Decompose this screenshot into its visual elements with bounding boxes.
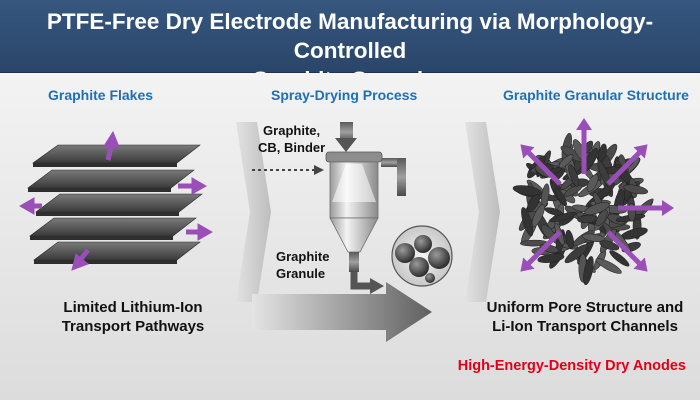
graphite-flakes-illustration [27, 144, 203, 264]
heading-granular-structure: Graphite Granular Structure [503, 87, 689, 103]
graphite-particle [599, 240, 620, 251]
purple-arrow-icon [527, 230, 562, 265]
purple-arrow-head-icon [520, 257, 535, 272]
purple-arrow-head-icon [633, 257, 648, 272]
graphite-particle [597, 160, 611, 188]
purple-arrow-icon [606, 151, 641, 186]
graphite-particle [521, 207, 534, 237]
caption-granular-line-2: Li-Ion Transport Channels [492, 318, 678, 335]
title-banner: PTFE-Free Dry Electrode Manufacturing vi… [0, 0, 700, 92]
graphite-particle [554, 187, 567, 207]
graphite-particle [512, 185, 542, 196]
purple-arrow-head-icon [662, 200, 674, 216]
purple-arrow-icon [527, 151, 562, 186]
feed-arrow [252, 165, 324, 175]
graphite-particle [568, 164, 580, 187]
feed-label-line-1: Graphite, [263, 123, 321, 138]
graphite-granule-illustration [512, 118, 674, 286]
granule-icon [391, 225, 453, 287]
graphite-particle [623, 184, 649, 195]
heading-spray-drying: Spray-Drying Process [271, 87, 418, 103]
granule-label: Graphite Granule [276, 248, 329, 282]
graphite-particle [584, 202, 610, 215]
graphite-particle [563, 184, 583, 197]
graphite-particle [531, 204, 545, 228]
purple-arrow-icon [606, 230, 641, 265]
graphite-particle [583, 256, 594, 286]
feed-label-line-2: CB, Binder [258, 140, 326, 155]
spray-dryer-icon [325, 122, 406, 294]
heading-graphite-flakes: Graphite Flakes [48, 87, 154, 103]
graphite-particle [595, 258, 622, 274]
process-diagram [18, 118, 674, 342]
process-arrow-icon [252, 282, 432, 342]
stage-chevron-1 [236, 122, 271, 302]
purple-arrow-icon [18, 130, 214, 271]
purple-arrow-head-icon [520, 144, 535, 159]
caption-flakes-line-1: Limited Lithium-Ion [63, 299, 203, 316]
graphite-particle [549, 212, 577, 223]
graphite-particle [565, 229, 575, 249]
graphite-particle [595, 209, 608, 227]
tagline: High-Energy-Density Dry Anodes [457, 358, 686, 374]
graphite-particle [558, 154, 574, 169]
page-title: PTFE-Free Dry Electrode Manufacturing vi… [10, 7, 690, 94]
granule-label-line-1: Graphite [276, 249, 330, 264]
graphite-particle [586, 174, 599, 192]
stage-chevron-2 [465, 122, 500, 302]
graphite-particle [537, 253, 565, 263]
granule-label-line-2: Granule [276, 266, 326, 281]
title-line-1: PTFE-Free Dry Electrode Manufacturing vi… [46, 9, 654, 63]
feed-label: Graphite, CB, Binder [258, 122, 325, 156]
caption-flakes-line-2: Transport Pathways [61, 318, 205, 335]
caption-granular: Uniform Pore Structure and Li-Ion Transp… [470, 298, 700, 336]
purple-arrow-head-icon [576, 118, 592, 130]
graphite-particle [609, 250, 630, 267]
graphite-particle [526, 194, 541, 212]
caption-flakes: Limited Lithium-Ion Transport Pathways [38, 298, 228, 336]
caption-granular-line-1: Uniform Pore Structure and [486, 299, 684, 316]
purple-arrow-head-icon [633, 144, 648, 159]
graphite-particle [564, 244, 588, 264]
